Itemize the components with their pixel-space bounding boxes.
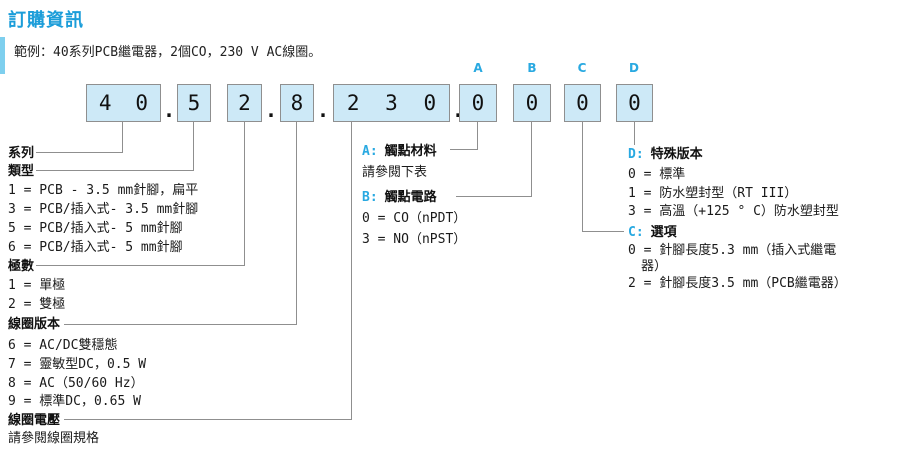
- digit: 2: [238, 90, 251, 115]
- digit: 0: [525, 90, 539, 115]
- coil-voltage-note: 請參閱線圈規格: [8, 431, 100, 446]
- code-box-coil-voltage: 2 3 0: [333, 84, 450, 122]
- code-box-c: 0: [564, 84, 601, 122]
- dot-separator: .: [265, 98, 278, 122]
- coil-version-option: 6 = AC/DC雙穩態: [8, 338, 118, 353]
- connector-contact-circuit: [456, 122, 532, 197]
- special-version-option: 3 = 高溫（+125 ° C）防水塑封型: [628, 204, 839, 219]
- dot-separator: .: [317, 98, 330, 122]
- connector-poles: [36, 122, 245, 266]
- section-label-series: 系列: [8, 146, 35, 161]
- connector-special-versions: [634, 122, 635, 145]
- tag-c: C:: [628, 225, 644, 240]
- type-option: 3 = PCB/插入式- 3.5 mm針腳: [8, 202, 199, 217]
- digit: 0: [628, 90, 641, 115]
- code-box-d: 0: [616, 84, 653, 122]
- connector-coil-version: [64, 122, 297, 325]
- type-option: 5 = PCB/插入式- 5 mm針腳: [8, 221, 183, 236]
- options-option: 0 = 針腳長度5.3 mm（插入式繼電: [628, 243, 837, 258]
- section-label-type: 類型: [8, 164, 35, 179]
- example-text: 範例：40系列PCB繼電器，2個CO，230 V AC線圈。: [14, 45, 322, 60]
- contact-circuit-option: 0 = CO（nPDT）: [362, 211, 467, 226]
- code-box-poles: 2: [227, 84, 262, 122]
- type-option: 6 = PCB/插入式- 5 mm針腳: [8, 240, 183, 255]
- digit: 0: [576, 90, 589, 115]
- tag-b: B:: [362, 190, 378, 205]
- column-tag-d: D: [629, 61, 639, 75]
- options-option: 2 = 針腳長度3.5 mm（PCB繼電器）: [628, 276, 847, 291]
- connector-contact-material: [450, 122, 478, 150]
- digit: 8: [290, 90, 304, 115]
- special-version-option: 0 = 標準: [628, 167, 686, 182]
- column-tag-a: A: [473, 61, 483, 75]
- page-title: 訂購資訊: [8, 10, 84, 31]
- special-version-option: 1 = 防水塑封型（RT III）: [628, 186, 798, 201]
- tag-a: A:: [362, 144, 378, 159]
- coil-version-option: 7 = 靈敏型DC，0.5 W: [8, 357, 147, 372]
- digit: 0: [135, 90, 149, 115]
- column-tag-b: B: [527, 61, 537, 75]
- code-box-type: 5: [177, 84, 211, 122]
- code-box-b: 0: [513, 84, 551, 122]
- section-label-poles: 極數: [8, 259, 35, 274]
- digit: 2: [346, 90, 360, 115]
- digit: 5: [187, 90, 201, 115]
- code-box-series: 4 0: [86, 84, 161, 122]
- tag-d: D:: [628, 147, 644, 162]
- dot-separator: .: [163, 98, 176, 122]
- section-label-special-versions: D:特殊版本: [628, 147, 703, 162]
- section-label-options: C:選項: [628, 225, 677, 240]
- digit: 4: [98, 90, 112, 115]
- code-box-a: 0: [459, 84, 497, 122]
- code-box-coil-version: 8: [280, 84, 314, 122]
- contact-circuit-option: 3 = NO（nPST）: [362, 232, 467, 247]
- section-label-coil-voltage: 線圈電壓: [8, 413, 61, 428]
- section-label-contact-circuit: B:觸點電路: [362, 190, 437, 205]
- coil-version-option: 8 = AC（50/60 Hz）: [8, 376, 144, 391]
- options-option-wrap: 器）: [641, 259, 668, 274]
- connector-coil-voltage: [64, 122, 352, 420]
- column-tag-c: C: [577, 61, 587, 75]
- accent-bar: [0, 37, 5, 74]
- digit: 3: [385, 90, 398, 115]
- digit: 0: [471, 90, 485, 115]
- connector-type: [36, 122, 194, 171]
- contact-material-note: 請參閱下表: [362, 165, 428, 180]
- connector-options: [582, 122, 624, 232]
- coil-version-option: 9 = 標準DC，0.65 W: [8, 394, 141, 409]
- section-label-coil-version: 線圈版本: [8, 317, 61, 332]
- connector-series: [36, 122, 123, 153]
- digit: 0: [423, 90, 437, 115]
- poles-option: 2 = 雙極: [8, 297, 66, 312]
- type-option: 1 = PCB - 3.5 mm針腳，扁平: [8, 183, 199, 198]
- poles-option: 1 = 單極: [8, 278, 66, 293]
- section-label-contact-material: A:觸點材料: [362, 144, 437, 159]
